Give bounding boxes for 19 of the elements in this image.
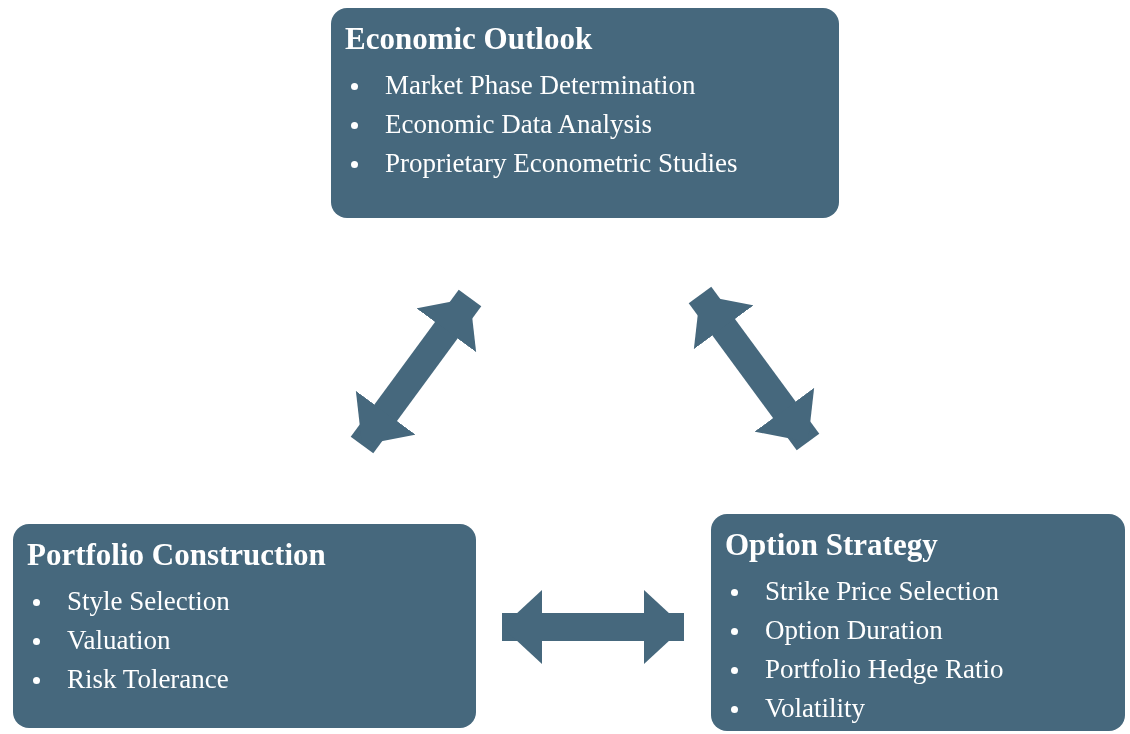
double-arrow <box>688 286 820 451</box>
topic-box <box>331 8 839 218</box>
box-heading: Economic Outlook <box>345 20 593 58</box>
bullet-item: Valuation <box>27 621 171 660</box>
bullet-item: Economic Data Analysis <box>345 105 652 144</box>
box-heading: Portfolio Construction <box>27 536 326 574</box>
bullet-item: Market Phase Determination <box>345 66 696 105</box>
bullet-item: Style Selection <box>27 582 230 621</box>
bullet-item: Risk Tolerance <box>27 660 229 699</box>
double-arrow <box>502 590 684 664</box>
bullet-item: Proprietary Econometric Studies <box>345 144 738 183</box>
double-arrow <box>350 289 482 454</box>
bullet-item: Option Duration <box>725 611 943 650</box>
topic-box <box>711 514 1125 731</box>
bullet-item: Volatility <box>725 689 865 728</box>
bullet-item: Portfolio Hedge Ratio <box>725 650 1004 689</box>
bullet-item: Strike Price Selection <box>725 572 999 611</box>
topic-box <box>13 524 476 728</box>
box-heading: Option Strategy <box>725 526 938 564</box>
